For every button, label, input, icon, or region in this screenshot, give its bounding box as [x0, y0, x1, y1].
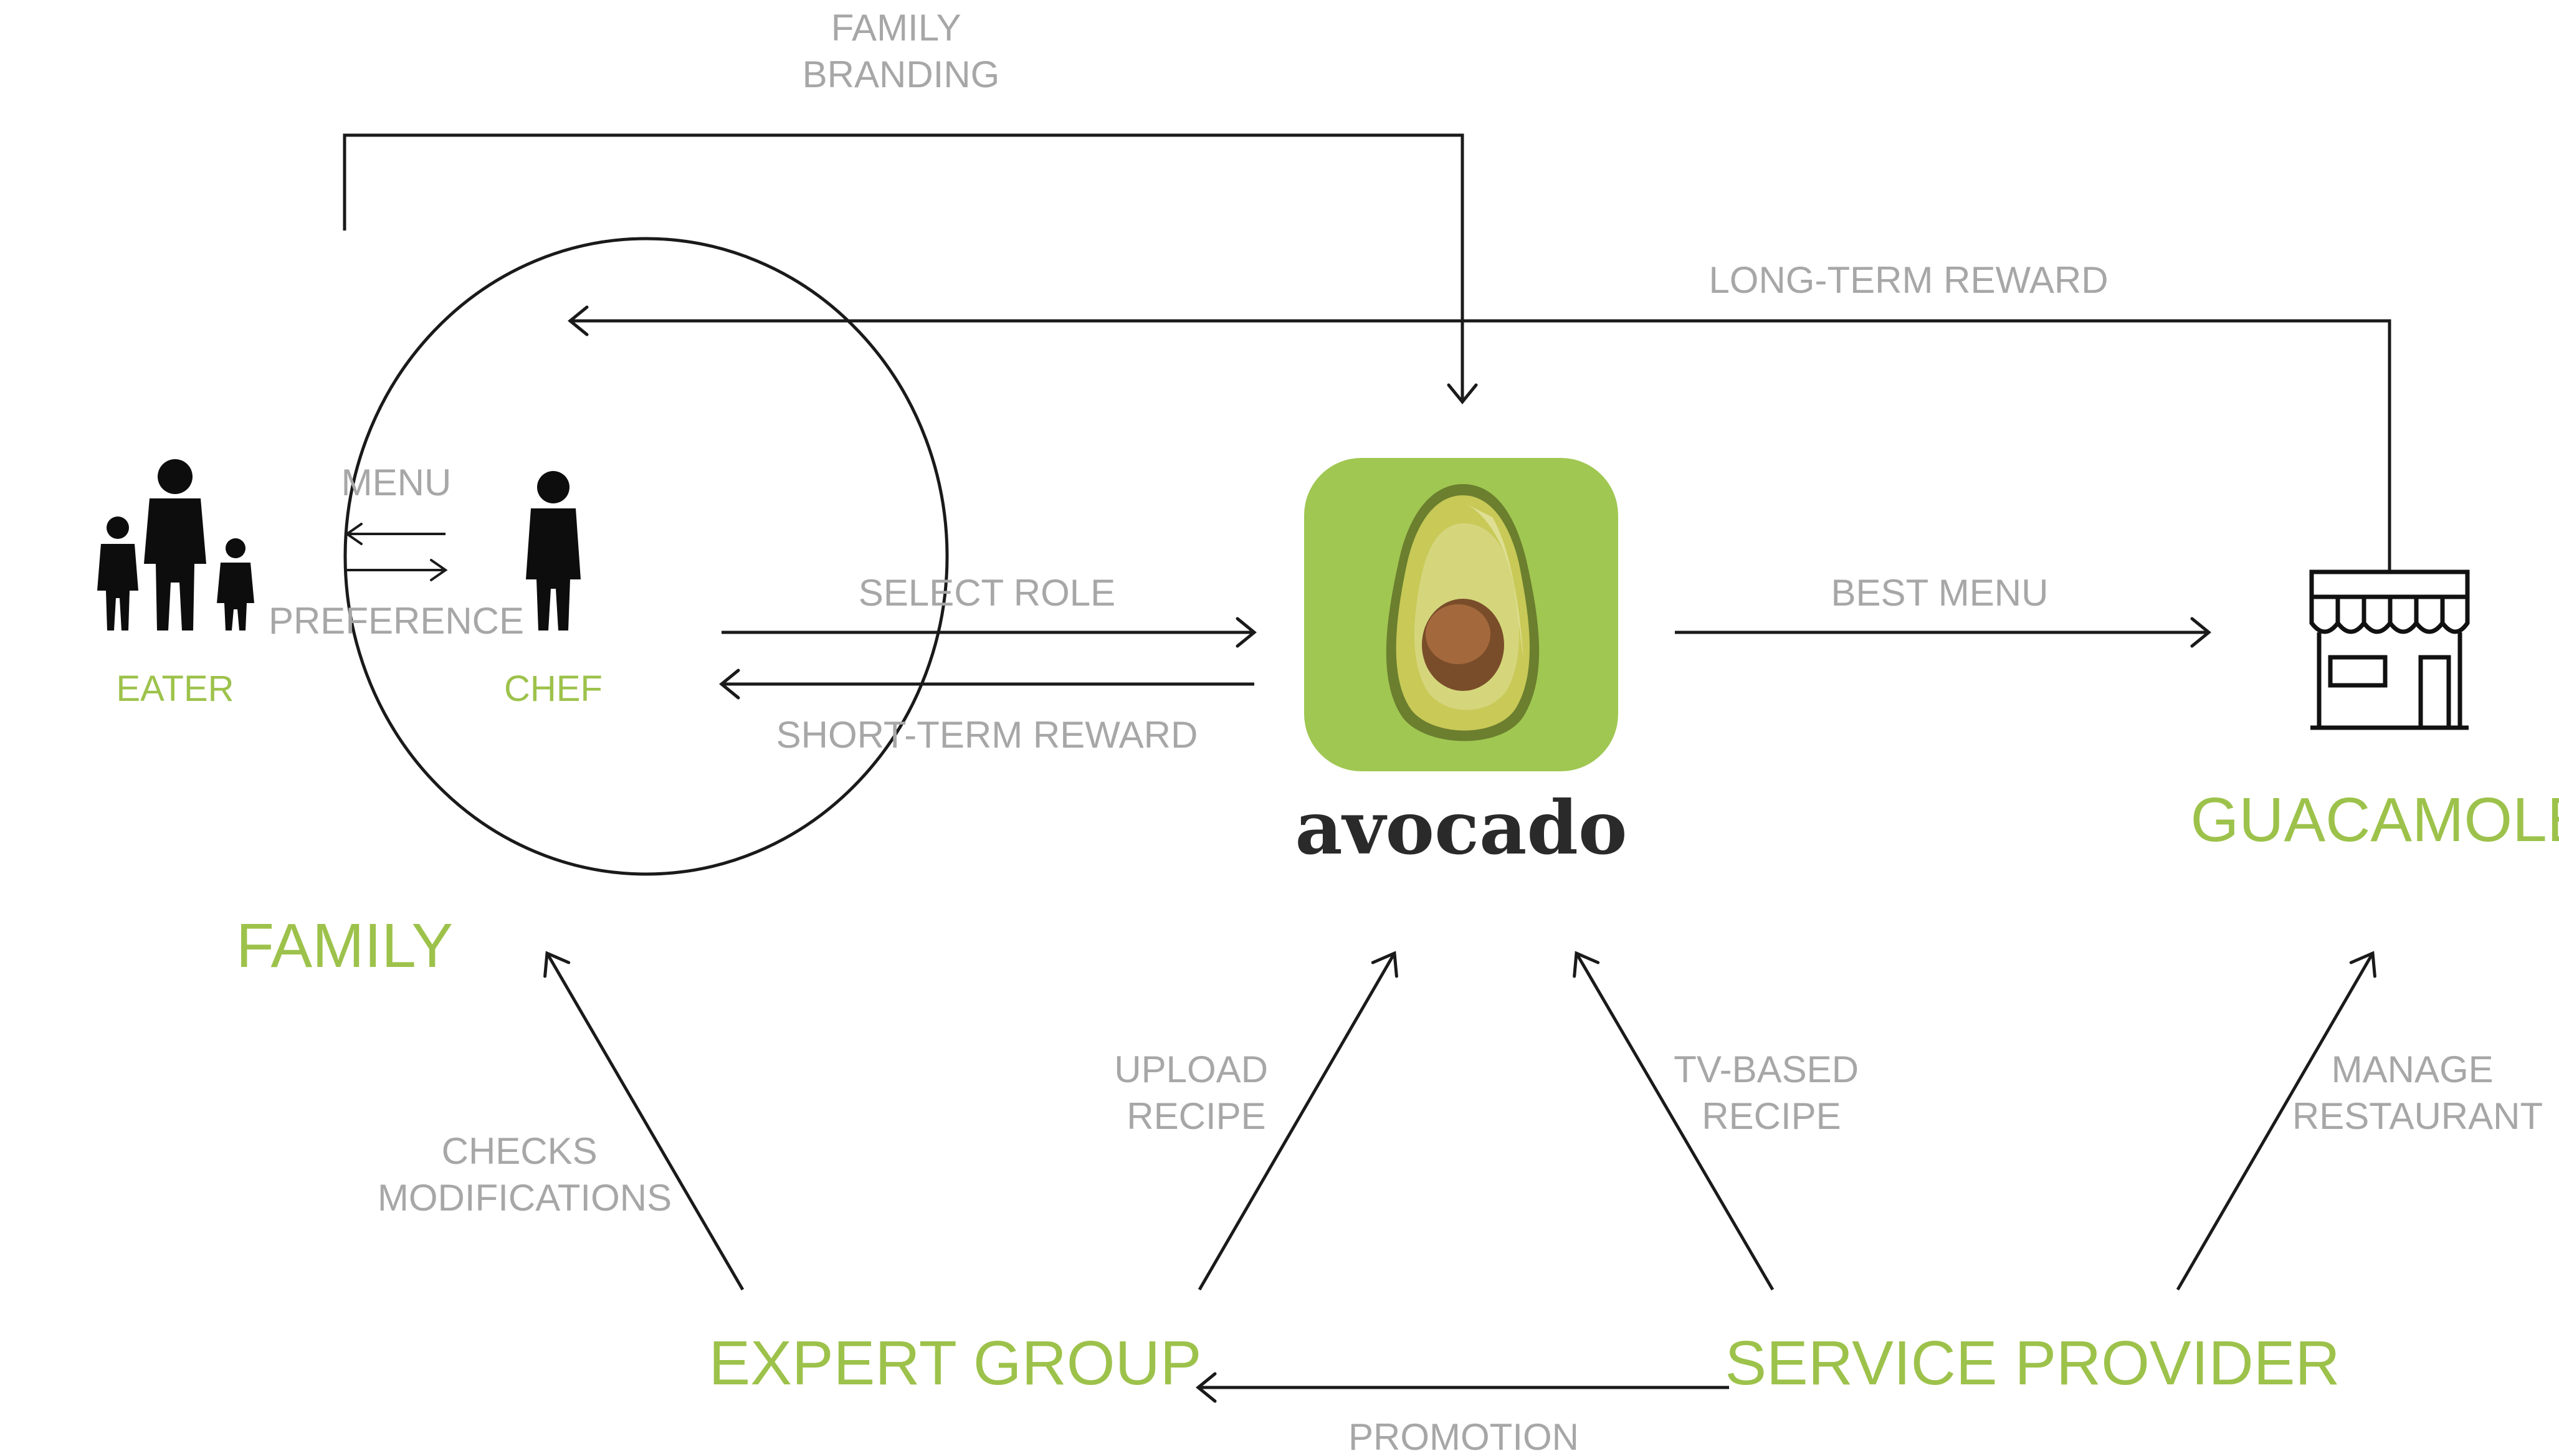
promotion-label: PROMOTION: [1348, 1416, 1579, 1456]
expert-group-title: EXPERT GROUP: [709, 1328, 1202, 1398]
family-title: FAMILY: [236, 911, 453, 981]
service-provider-title: SERVICE PROVIDER: [1725, 1328, 2340, 1398]
menu-preference-arrows: [345, 523, 448, 581]
short-term-reward-arrowhead: [719, 669, 740, 700]
upload-recipe-label: UPLOAD RECIPE: [1114, 1049, 1278, 1137]
tv-based-recipe-label: TV-BASED RECIPE: [1674, 1049, 1869, 1137]
checks-modifications-label: CHECKS MODIFICATIONS: [378, 1130, 672, 1219]
eater-label: EATER: [116, 669, 234, 709]
preference-label: PREFERENCE: [269, 600, 524, 642]
manage-restaurant-arrowhead: [2349, 951, 2376, 978]
chef-label: CHEF: [504, 669, 603, 709]
people-icon: [97, 459, 254, 630]
storefront-icon: [2309, 569, 2470, 730]
select-role-label: SELECT ROLE: [859, 572, 1115, 614]
guacamole-title: GUACAMOLE: [2190, 785, 2559, 855]
family-branding-arrowhead: [1447, 383, 1478, 404]
best-menu-arrowhead: [2190, 617, 2211, 648]
avocado-node: avocado: [1295, 458, 1627, 871]
short-term-reward-label: SHORT-TERM REWARD: [776, 714, 1198, 756]
family-branding-line: [343, 133, 1464, 402]
family-circle: [343, 237, 949, 876]
checks-modifications-arrowhead: [543, 951, 571, 978]
upload-recipe-arrowhead: [1371, 951, 1398, 978]
long-term-reward-line: [570, 319, 2391, 572]
manage-restaurant-line: [2176, 952, 2375, 1291]
avocado-wordmark: avocado: [1295, 784, 1627, 871]
guacamole-node: [2309, 569, 2470, 730]
menu-label: MENU: [341, 462, 452, 503]
avocado-app-icon: [1304, 458, 1618, 771]
family-branding-label: FAMILY BRANDING: [803, 7, 1000, 95]
checks-modifications-line: [545, 952, 745, 1291]
family-node: MENU PREFERENCE EATER CHEF: [97, 237, 949, 876]
person-icon: [526, 471, 581, 630]
long-term-reward-label: LONG-TERM REWARD: [1708, 259, 2108, 301]
manage-restaurant-label: MANAGE RESTAURANT: [2292, 1049, 2543, 1137]
tv-based-recipe-arrowhead: [1573, 951, 1600, 978]
promotion-arrowhead: [1196, 1372, 1217, 1403]
tv-based-recipe-line: [1575, 952, 1775, 1291]
long-term-reward-arrowhead: [568, 305, 589, 336]
upload-recipe-line: [1198, 952, 1396, 1291]
select-role-arrowhead: [1236, 617, 1257, 648]
best-menu-label: BEST MENU: [1831, 572, 2049, 614]
connectors: [343, 133, 2391, 1403]
